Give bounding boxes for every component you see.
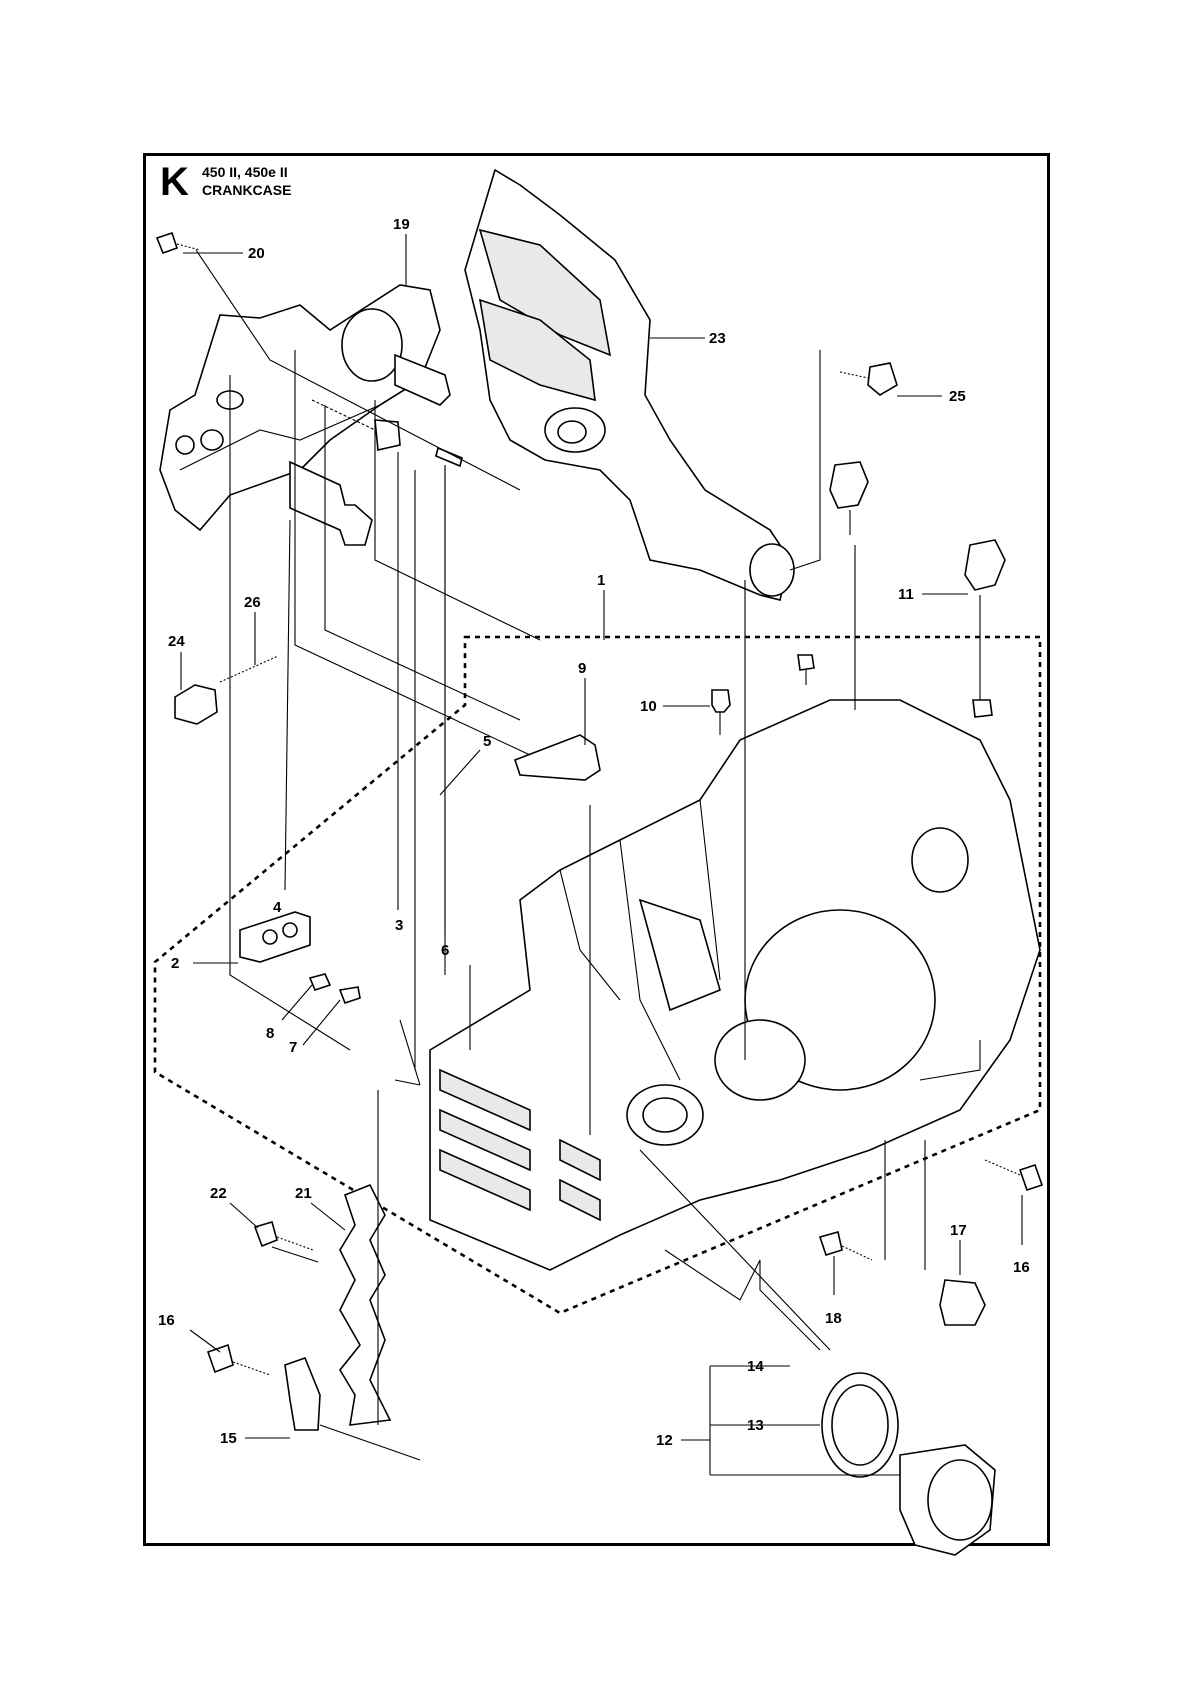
callout-22: 22 xyxy=(210,1185,227,1202)
callout-1: 1 xyxy=(597,572,605,589)
callout-8: 8 xyxy=(266,1025,274,1042)
callout-24: 24 xyxy=(168,633,185,650)
model-designation: 450 II, 450e II xyxy=(202,164,288,180)
callout-3: 3 xyxy=(395,917,403,934)
crankcase-body-part xyxy=(429,699,1041,1271)
callout-25: 25 xyxy=(949,388,966,405)
callout-10: 10 xyxy=(640,698,657,715)
diagram-title: CRANKCASE xyxy=(202,182,292,198)
callouts: 1 2 3 4 5 6 7 8 9 10 11 12 13 14 15 16 1… xyxy=(158,216,1030,1476)
hand-guard-part xyxy=(464,168,795,601)
callout-9: 9 xyxy=(578,660,586,677)
callout-16-left: 16 xyxy=(158,1312,175,1329)
diagram-frame xyxy=(143,153,1050,1546)
callout-12: 12 xyxy=(656,1432,673,1449)
callout-11: 11 xyxy=(898,586,914,603)
callout-6: 6 xyxy=(441,942,449,959)
callout-4: 4 xyxy=(273,899,282,916)
callout-7: 7 xyxy=(289,1039,297,1056)
callout-26: 26 xyxy=(244,594,261,611)
callout-23: 23 xyxy=(709,330,726,347)
callout-13: 13 xyxy=(747,1417,764,1434)
callout-19: 19 xyxy=(393,216,410,233)
callout-16-right: 16 xyxy=(1013,1259,1030,1276)
callout-2: 2 xyxy=(171,955,179,972)
callout-18: 18 xyxy=(825,1310,842,1327)
section-letter: K xyxy=(160,160,189,204)
callout-21: 21 xyxy=(295,1185,312,1202)
callout-17: 17 xyxy=(950,1222,967,1239)
callout-20: 20 xyxy=(248,245,265,262)
callout-5: 5 xyxy=(483,733,491,750)
small-parts xyxy=(155,231,1044,1556)
callout-14: 14 xyxy=(747,1358,764,1375)
callout-15: 15 xyxy=(220,1430,237,1447)
